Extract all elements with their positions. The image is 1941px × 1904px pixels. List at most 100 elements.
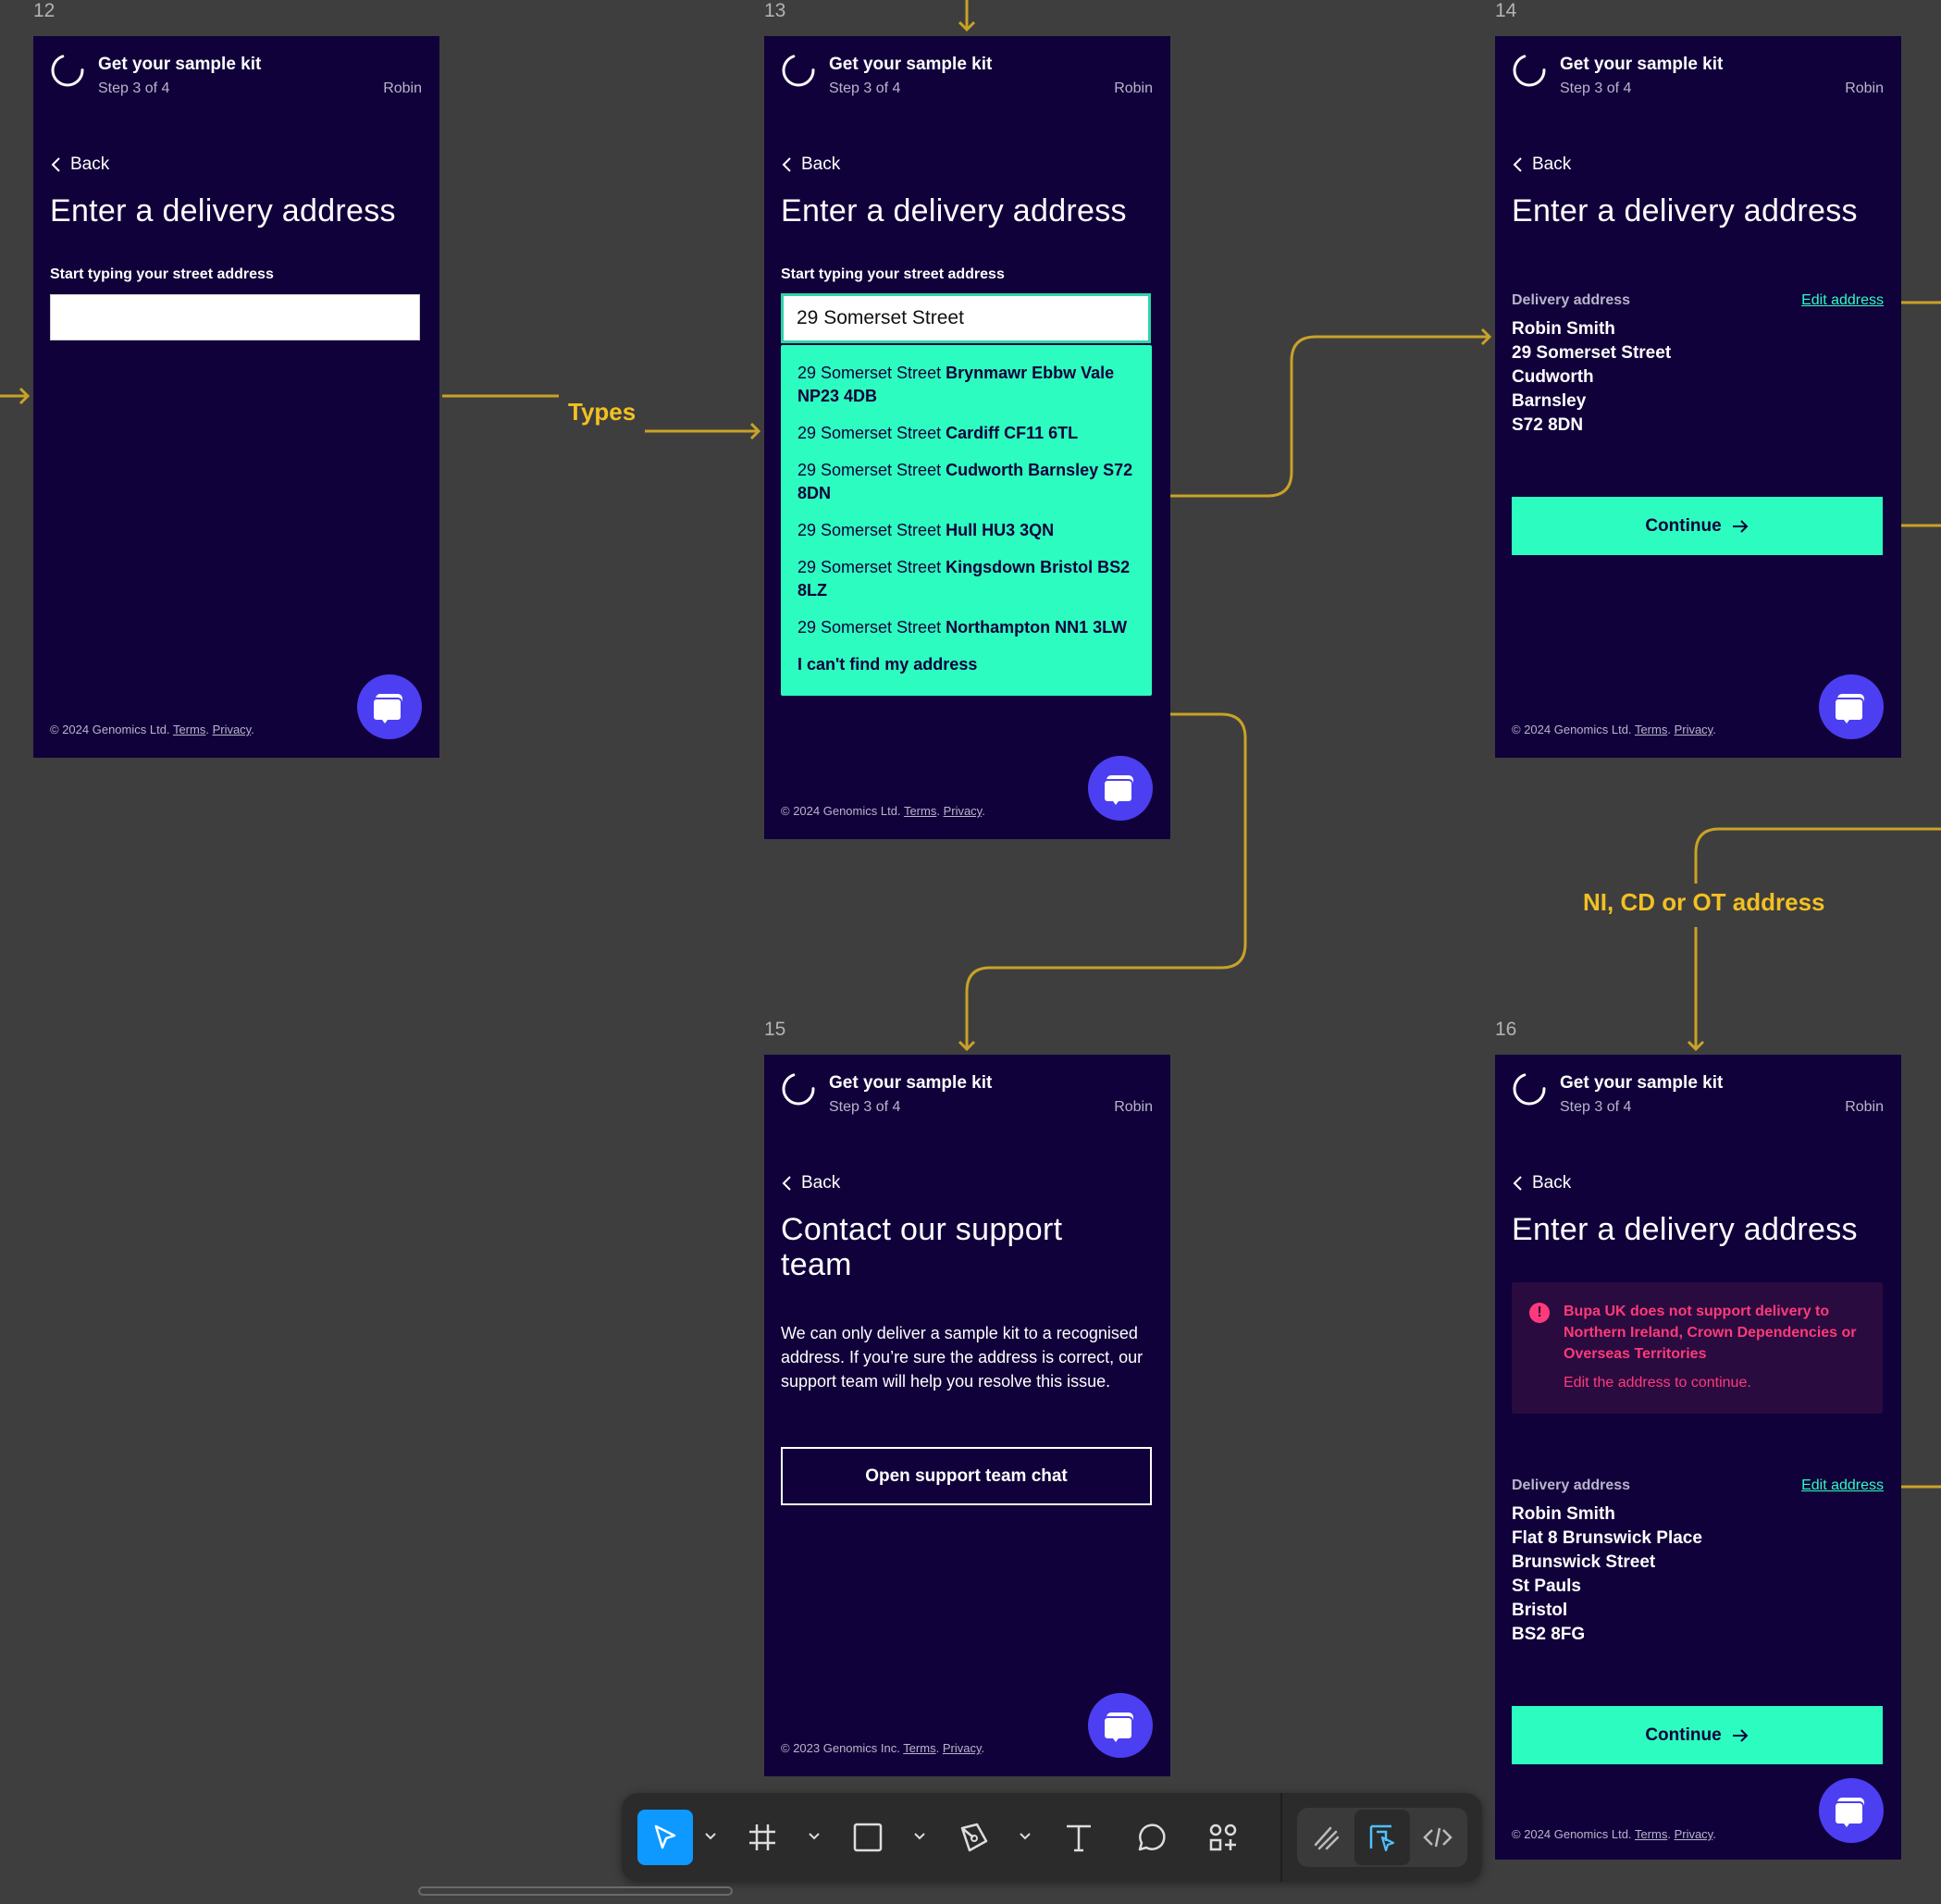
comment-tool-button[interactable] bbox=[1123, 1810, 1179, 1865]
continue-button[interactable]: Continue bbox=[1512, 497, 1883, 555]
back-link[interactable]: Back bbox=[781, 155, 840, 175]
app-header: Get your sample kit Step 3 of 4 Robin bbox=[764, 36, 1170, 129]
chevron-down-icon[interactable] bbox=[1018, 1828, 1032, 1843]
chat-button[interactable] bbox=[1819, 1778, 1884, 1843]
address-line: Robin Smith bbox=[1512, 319, 1615, 339]
footer-copyright: © 2023 Genomics Inc. bbox=[781, 1741, 900, 1755]
address-input[interactable] bbox=[50, 294, 420, 340]
back-link[interactable]: Back bbox=[1512, 1173, 1571, 1193]
header-title: Get your sample kit bbox=[829, 55, 993, 74]
frame-12-screen: Get your sample kit Step 3 of 4 Robin Ba… bbox=[33, 36, 439, 758]
footer: © 2024 Genomics Ltd. Terms. Privacy. bbox=[781, 804, 985, 818]
frame-15-screen: Get your sample kit Step 3 of 4 Robin Ba… bbox=[764, 1055, 1170, 1776]
header-user[interactable]: Robin bbox=[1114, 1099, 1153, 1115]
chevron-left-icon bbox=[782, 1176, 791, 1191]
chat-button[interactable] bbox=[1819, 674, 1884, 739]
draw-mode-button[interactable] bbox=[1299, 1810, 1354, 1865]
suggestion-street: 29 Somerset Street bbox=[797, 364, 942, 382]
actions-tool-button[interactable] bbox=[1195, 1810, 1251, 1865]
suggestion-item[interactable]: 29 Somerset Street Cardiff CF11 6TL bbox=[781, 416, 1152, 453]
address-line: Bristol bbox=[1512, 1601, 1568, 1620]
back-label: Back bbox=[1532, 1173, 1572, 1193]
header-user[interactable]: Robin bbox=[383, 80, 422, 96]
privacy-link[interactable]: Privacy bbox=[1674, 1827, 1713, 1841]
back-link[interactable]: Back bbox=[781, 1173, 840, 1193]
chevron-left-icon bbox=[782, 157, 791, 172]
progress-spinner-icon bbox=[782, 54, 815, 87]
chat-bubble-tail bbox=[1841, 1820, 1852, 1827]
header-title: Get your sample kit bbox=[98, 55, 262, 74]
page-title: Enter a delivery address bbox=[781, 193, 1127, 229]
terms-link[interactable]: Terms bbox=[903, 804, 937, 818]
chat-button[interactable] bbox=[357, 674, 422, 739]
suggestion-item[interactable]: 29 Somerset Street Hull HU3 3QN bbox=[781, 513, 1152, 550]
address-line: 29 Somerset Street bbox=[1512, 343, 1672, 363]
frame-13-screen: Get your sample kit Step 3 of 4 Robin Ba… bbox=[764, 36, 1170, 839]
page-title: Enter a delivery address bbox=[50, 193, 396, 229]
suggestion-place: Cardiff CF11 6TL bbox=[946, 424, 1079, 442]
chevron-left-icon bbox=[51, 157, 60, 172]
suggestion-place: Northampton NN1 3LW bbox=[946, 618, 1128, 637]
continue-label: Continue bbox=[1645, 1725, 1722, 1745]
terms-link[interactable]: Terms bbox=[1634, 723, 1668, 736]
terms-link[interactable]: Terms bbox=[172, 723, 206, 736]
chevron-left-icon bbox=[1513, 1176, 1522, 1191]
continue-button[interactable]: Continue bbox=[1512, 1706, 1883, 1764]
pen-tool-button[interactable] bbox=[946, 1810, 1001, 1865]
app-header: Get your sample kit Step 3 of 4 Robin bbox=[1495, 36, 1901, 129]
horizontal-scrollbar[interactable] bbox=[418, 1886, 733, 1896]
suggestion-item[interactable]: 29 Somerset Street Cudworth Barnsley S72… bbox=[781, 453, 1152, 513]
chat-bubble-tail bbox=[379, 716, 390, 723]
header-user[interactable]: Robin bbox=[1114, 80, 1153, 96]
cant-find-address-option[interactable]: I can't find my address bbox=[781, 648, 1152, 685]
chat-button[interactable] bbox=[1088, 1693, 1153, 1758]
chat-bubble-tail bbox=[1110, 1735, 1121, 1742]
chevron-down-icon[interactable] bbox=[807, 1828, 822, 1843]
delivery-address-label: Delivery address bbox=[1512, 1477, 1631, 1493]
alert-hint: Edit the address to continue. bbox=[1564, 1375, 1751, 1391]
privacy-link[interactable]: Privacy bbox=[942, 1741, 982, 1755]
address-line: Barnsley bbox=[1512, 391, 1587, 411]
frame-14-screen: Get your sample kit Step 3 of 4 Robin Ba… bbox=[1495, 36, 1901, 758]
chat-bubble-tail bbox=[1110, 797, 1121, 805]
privacy-link[interactable]: Privacy bbox=[1674, 723, 1713, 736]
progress-spinner-icon bbox=[1513, 1072, 1546, 1106]
open-support-chat-button[interactable]: Open support team chat bbox=[781, 1447, 1152, 1505]
terms-link[interactable]: Terms bbox=[903, 1741, 936, 1755]
header-title: Get your sample kit bbox=[1560, 55, 1724, 74]
header-step: Step 3 of 4 bbox=[829, 1099, 901, 1115]
address-input[interactable]: 29 Somerset Street bbox=[781, 293, 1151, 343]
footer: © 2024 Genomics Ltd. Terms. Privacy. bbox=[1512, 1827, 1716, 1841]
header-user[interactable]: Robin bbox=[1845, 1099, 1884, 1115]
draw-icon bbox=[1314, 1826, 1340, 1850]
dev-mode-button[interactable] bbox=[1410, 1810, 1465, 1865]
address-field-label: Start typing your street address bbox=[50, 266, 274, 282]
footer: © 2024 Genomics Ltd. Terms. Privacy. bbox=[50, 723, 254, 736]
privacy-link[interactable]: Privacy bbox=[943, 804, 983, 818]
back-label: Back bbox=[801, 1173, 841, 1193]
suggestion-item[interactable]: 29 Somerset Street Northampton NN1 3LW bbox=[781, 611, 1152, 648]
page-title: Contact our support team bbox=[781, 1212, 1063, 1282]
delivery-address-label: Delivery address bbox=[1512, 292, 1631, 308]
frame-tool-button[interactable] bbox=[735, 1810, 790, 1865]
chat-button[interactable] bbox=[1088, 756, 1153, 821]
back-link[interactable]: Back bbox=[50, 155, 109, 175]
terms-link[interactable]: Terms bbox=[1634, 1827, 1668, 1841]
header-user[interactable]: Robin bbox=[1845, 80, 1884, 96]
address-line: Flat 8 Brunswick Place bbox=[1512, 1528, 1702, 1548]
privacy-link[interactable]: Privacy bbox=[212, 723, 252, 736]
frame-number-15: 15 bbox=[764, 1019, 786, 1040]
suggestion-item[interactable]: 29 Somerset Street Brynmawr Ebbw Vale NP… bbox=[781, 356, 1152, 416]
chevron-down-icon[interactable] bbox=[912, 1828, 927, 1843]
suggestion-item[interactable]: 29 Somerset Street Kingsdown Bristol BS2… bbox=[781, 550, 1152, 611]
chevron-down-icon[interactable] bbox=[703, 1828, 718, 1843]
comment-icon bbox=[1138, 1824, 1166, 1851]
edit-address-link[interactable]: Edit address bbox=[1801, 1477, 1884, 1493]
back-link[interactable]: Back bbox=[1512, 155, 1571, 175]
move-tool-button[interactable] bbox=[637, 1810, 693, 1865]
arrow-right-icon bbox=[1732, 519, 1749, 533]
text-tool-button[interactable] bbox=[1051, 1810, 1106, 1865]
design-mode-button[interactable] bbox=[1354, 1810, 1410, 1865]
edit-address-link[interactable]: Edit address bbox=[1801, 292, 1884, 308]
rectangle-tool-button[interactable] bbox=[840, 1810, 896, 1865]
